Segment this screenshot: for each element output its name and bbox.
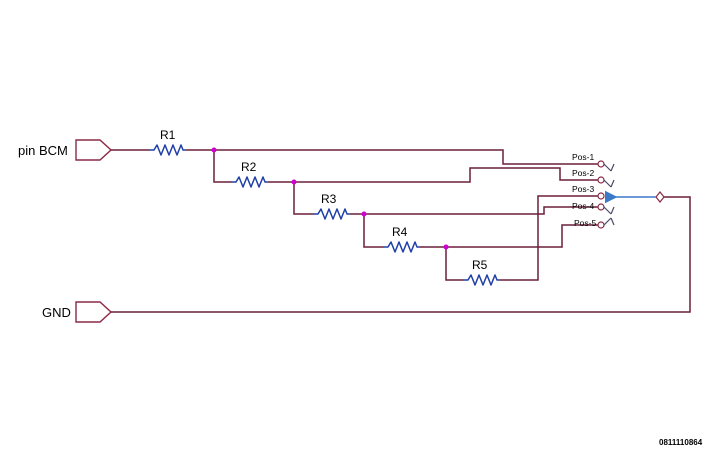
resistor-r4: R4 xyxy=(384,225,420,253)
resistor-r3: R3 xyxy=(314,192,350,220)
drawing-code: 0811110864 xyxy=(659,438,703,447)
rotary-switch: Pos-1 Pos-2 Pos-3 Pos-4 Pos-5 xyxy=(572,152,665,229)
r1-label: R1 xyxy=(160,128,176,142)
switch-contact-3 xyxy=(597,192,605,200)
switch-contact-2 xyxy=(597,176,605,184)
r2-label: R2 xyxy=(241,160,257,174)
gnd-port xyxy=(75,301,113,323)
pos-4-label: Pos-4 xyxy=(572,201,594,211)
resistor-r2: R2 xyxy=(232,160,268,188)
pos-1-label: Pos-1 xyxy=(572,152,594,162)
r5-label: R5 xyxy=(472,258,488,272)
switch-contact-4 xyxy=(597,203,605,211)
resistor-r5: R5 xyxy=(464,258,500,286)
wires xyxy=(111,149,691,313)
pin-bcm-label: pin BCM xyxy=(18,143,68,158)
pos-5-label: Pos-5 xyxy=(574,218,596,228)
r3-label: R3 xyxy=(321,192,337,206)
gnd-label: GND xyxy=(42,305,71,320)
pos-3-label: Pos-3 xyxy=(572,184,594,194)
r4-label: R4 xyxy=(392,225,408,239)
resistor-r1: R1 xyxy=(150,128,186,156)
pin-bcm-port xyxy=(75,139,113,161)
junctions xyxy=(211,147,449,250)
switch-contact-5 xyxy=(597,221,605,229)
switch-common-terminal xyxy=(655,191,665,203)
pos-2-label: Pos-2 xyxy=(572,168,594,178)
switch-contact-1 xyxy=(597,160,605,168)
